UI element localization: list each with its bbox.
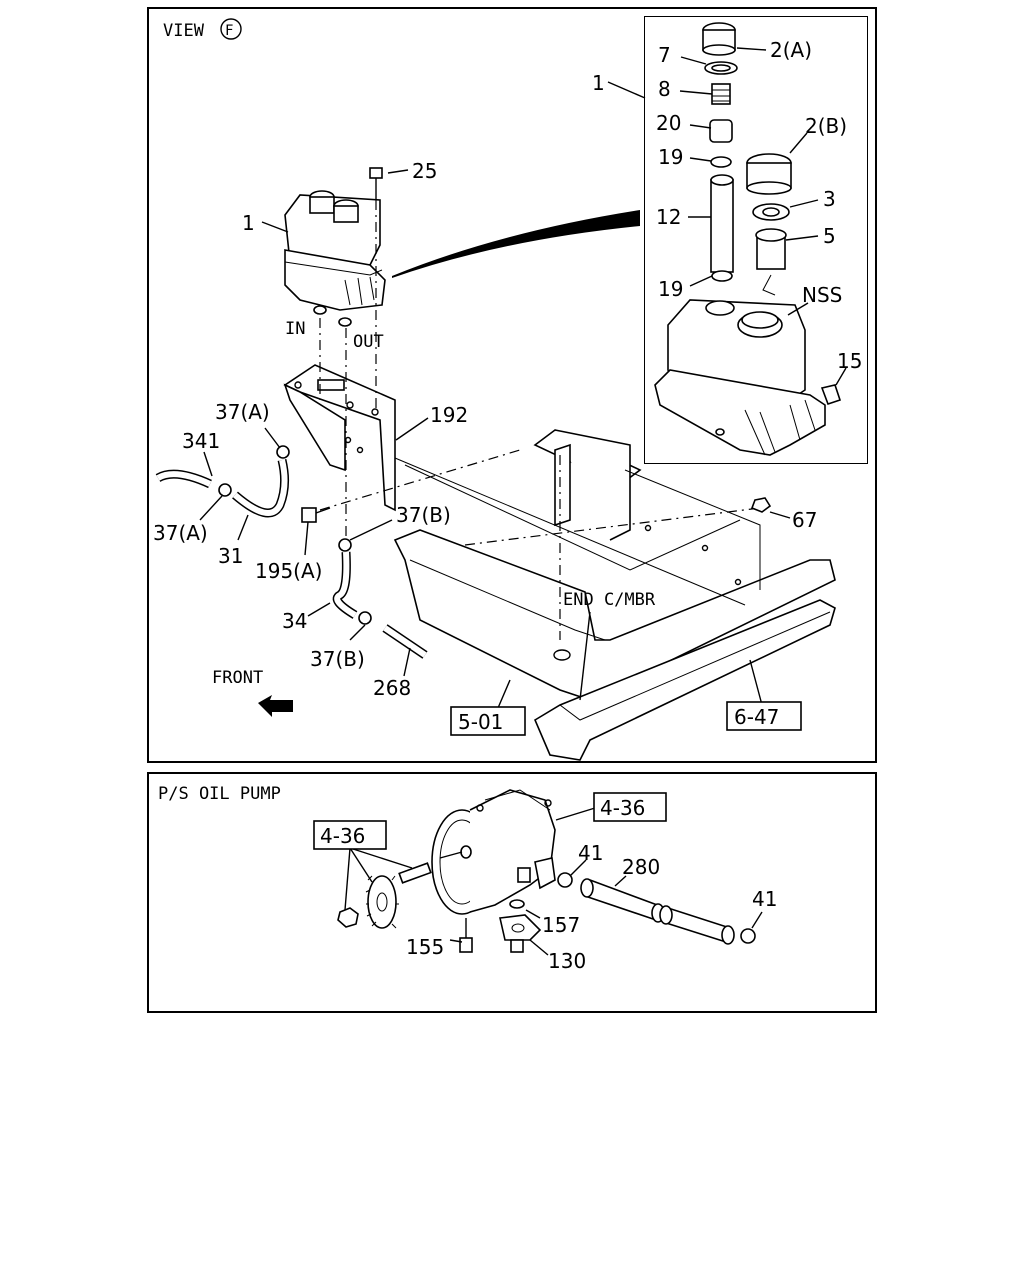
clamp-41-left: [557, 872, 573, 888]
label-31: 31: [218, 544, 243, 568]
label-15: 15: [837, 349, 862, 373]
chassis-frame: [393, 429, 836, 761]
label-130: 130: [548, 949, 586, 973]
label-341: 341: [182, 429, 220, 453]
reservoir-tank: [284, 190, 386, 327]
label-280: 280: [622, 855, 660, 879]
centerline-195: [319, 449, 521, 511]
label-1-detail: 1: [592, 71, 605, 95]
ref-box-436-right[interactable]: [593, 792, 667, 822]
label-3: 3: [823, 187, 836, 211]
bolt-155: [459, 918, 473, 953]
ref-box-647[interactable]: [726, 701, 802, 731]
front-arrow: [258, 695, 293, 717]
label-2a: 2(A): [770, 38, 812, 62]
label-20: 20: [656, 111, 681, 135]
view-f-panel: [147, 7, 877, 763]
label-37a-left: 37(A): [153, 521, 208, 545]
label-25: 25: [412, 159, 437, 183]
clamp-37b-bottom: [358, 611, 372, 625]
ref-436-right[interactable]: 4-36: [600, 796, 645, 820]
label-end-cmbr: END C/MBR: [563, 590, 656, 610]
pipe-130: [499, 914, 542, 953]
leader-lines-top: [199, 47, 847, 709]
label-5: 5: [823, 224, 836, 248]
label-nss: NSS: [802, 283, 842, 307]
pump-panel-title: P/S OIL PUMP: [158, 784, 281, 804]
hose-280: [580, 878, 735, 945]
oil-pump: [431, 789, 556, 915]
label-37b-top: 37(B): [396, 503, 451, 527]
label-192: 192: [430, 403, 468, 427]
label-1-tank: 1: [242, 211, 255, 235]
ref-box-436-left[interactable]: [313, 820, 387, 850]
clamp-37b-top: [338, 538, 352, 552]
label-front: FRONT: [212, 668, 263, 688]
ref-501[interactable]: 5-01: [458, 710, 503, 734]
ps-oil-pump-panel: [147, 772, 877, 1013]
clamp-37a-left: [218, 483, 232, 497]
hose-341: [155, 469, 212, 489]
oring-157: [509, 899, 525, 909]
label-7: 7: [658, 43, 671, 67]
clamp-37a-top: [276, 445, 290, 459]
label-19-upper: 19: [658, 145, 683, 169]
nut-67: [750, 497, 772, 513]
label-2b: 2(B): [805, 114, 847, 138]
clamp-41-right: [740, 928, 756, 944]
view-letter-circle: [220, 18, 242, 40]
label-41-left: 41: [578, 841, 603, 865]
label-34: 34: [282, 609, 307, 633]
label-157: 157: [542, 913, 580, 937]
label-37a-top: 37(A): [215, 400, 270, 424]
view-title: VIEW: [163, 21, 205, 41]
label-67: 67: [792, 508, 817, 532]
drive-gear: [337, 862, 432, 929]
leader-lines-bottom: [344, 807, 763, 956]
label-12: 12: [656, 205, 681, 229]
label-19-lower: 19: [658, 277, 683, 301]
inset-parts: [654, 22, 842, 456]
label-in: IN: [285, 319, 305, 339]
view-letter: F: [225, 23, 233, 39]
hose-268: [382, 624, 428, 659]
label-155: 155: [406, 935, 444, 959]
label-out: OUT: [353, 332, 384, 352]
label-268: 268: [373, 676, 411, 700]
label-195a: 195(A): [255, 559, 322, 583]
bracket-192: [283, 364, 396, 512]
label-41-right: 41: [752, 887, 777, 911]
hose-34: [332, 551, 358, 619]
ref-436-left[interactable]: 4-36: [320, 824, 365, 848]
hose-31: [232, 458, 290, 518]
bolt-195a: [301, 507, 331, 523]
ref-box-501[interactable]: [450, 706, 526, 736]
label-8: 8: [658, 77, 671, 101]
label-37b-bottom: 37(B): [310, 647, 365, 671]
detail-callout-sweep: [392, 210, 640, 278]
bolt-25: [369, 167, 383, 200]
detail-inset-panel: [644, 16, 868, 464]
ref-647[interactable]: 6-47: [734, 705, 779, 729]
centerline-nut: [464, 507, 761, 546]
